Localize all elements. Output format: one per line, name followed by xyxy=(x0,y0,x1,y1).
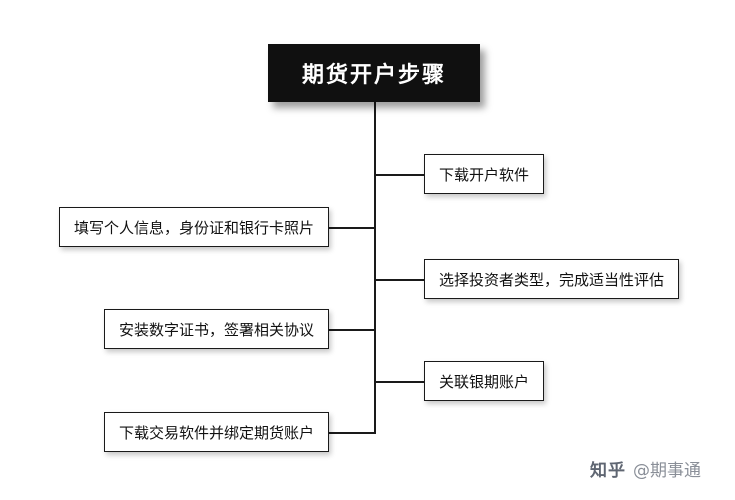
node-link-bank-futures-account: 关联银期账户 xyxy=(424,361,545,401)
branch-line-right-1 xyxy=(375,174,425,176)
node-label: 下载交易软件并绑定期货账户 xyxy=(118,423,314,442)
node-label: 安装数字证书，签署相关协议 xyxy=(118,320,314,339)
root-node-label: 期货开户步骤 xyxy=(301,63,446,88)
branch-line-left-2 xyxy=(328,329,375,331)
node-label: 填写个人信息，身份证和银行卡照片 xyxy=(73,218,314,237)
node-label: 下载开户软件 xyxy=(439,165,530,184)
watermark: 知乎 @期事通 xyxy=(590,456,701,481)
node-label: 关联银期账户 xyxy=(439,372,530,391)
node-investor-type-assessment: 选择投资者类型，完成适当性评估 xyxy=(424,259,680,299)
node-fill-personal-info: 填写个人信息，身份证和银行卡照片 xyxy=(58,207,329,247)
node-download-trading-software-bind-account: 下载交易软件并绑定期货账户 xyxy=(103,412,329,452)
branch-line-right-2 xyxy=(375,279,425,281)
node-install-certificate-sign-agreements: 安装数字证书，签署相关协议 xyxy=(103,309,329,349)
node-label: 选择投资者类型，完成适当性评估 xyxy=(439,270,665,289)
zhihu-logo: 知乎 xyxy=(590,461,626,481)
branch-line-right-3 xyxy=(375,381,425,383)
watermark-handle: @期事通 xyxy=(633,461,701,481)
branch-line-left-1 xyxy=(328,227,375,229)
branch-line-left-3 xyxy=(328,432,375,434)
node-download-opening-software: 下载开户软件 xyxy=(424,154,545,194)
trunk-line xyxy=(374,102,376,434)
root-node: 期货开户步骤 xyxy=(268,44,480,102)
